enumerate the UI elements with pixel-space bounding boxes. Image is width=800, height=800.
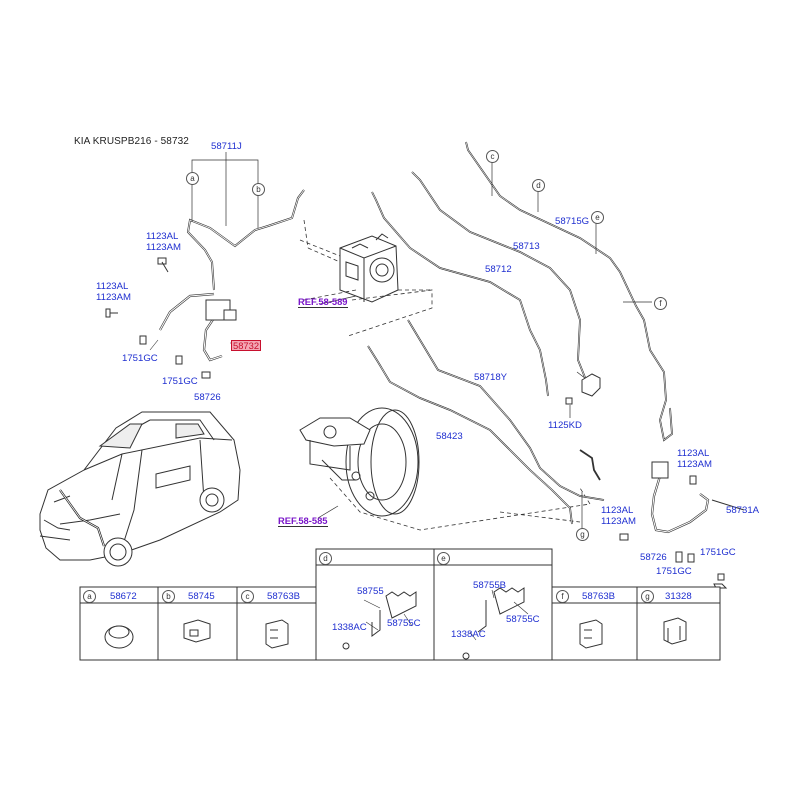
part-label-1123AM[interactable]: 1123AM (601, 516, 637, 527)
table-letter-f: f (556, 590, 569, 603)
brake-line-58718Y (407, 319, 605, 501)
table-letter-a: a (83, 590, 96, 603)
diagram-title: KIA KRUSPB216 - 58732 (74, 136, 189, 147)
table-part-58755C[interactable]: 58755C (387, 618, 421, 629)
part-label-1751GC[interactable]: 1751GC (700, 547, 736, 558)
callout-c: c (486, 150, 499, 163)
callout-a: a (186, 172, 199, 185)
part-label-58732-selected[interactable]: 58732 (231, 340, 262, 351)
table-part-58755C[interactable]: 58755C (506, 614, 540, 625)
reference-link-58-585[interactable]: REF.58-585 (278, 515, 328, 527)
part-label-1123AM[interactable]: 1123AM (96, 292, 132, 303)
table-part-1338AC[interactable]: 1338AC (451, 629, 486, 640)
brake-booster (299, 407, 420, 517)
callout-e: e (591, 211, 604, 224)
table-part-58745[interactable]: 58745 (188, 591, 215, 602)
part-label-58718Y[interactable]: 58718Y (474, 372, 508, 383)
part-label-58712[interactable]: 58712 (485, 264, 512, 275)
part-label-58726[interactable]: 58726 (194, 392, 221, 403)
table-letter-e: e (437, 552, 450, 565)
table-part-58763B[interactable]: 58763B (267, 591, 301, 602)
brake-line-58715G (465, 141, 673, 442)
part-label-58715G[interactable]: 58715G (555, 216, 590, 227)
part-label-1751GC[interactable]: 1751GC (656, 566, 692, 577)
part-label-1123AL[interactable]: 1123AL (601, 505, 634, 516)
part-label-58711J[interactable]: 58711J (211, 141, 242, 152)
brake-pipe-58711J (186, 189, 305, 291)
callout-b: b (252, 183, 265, 196)
callout-g: g (576, 528, 589, 541)
part-label-1123AL[interactable]: 1123AL (146, 231, 179, 242)
table-part-58763B[interactable]: 58763B (582, 591, 616, 602)
table-part-58672[interactable]: 58672 (110, 591, 137, 602)
part-label-58713[interactable]: 58713 (513, 241, 540, 252)
table-part-58755[interactable]: 58755 (357, 586, 384, 597)
part-label-1751GC[interactable]: 1751GC (162, 376, 198, 387)
brake-hose-58731A (650, 475, 710, 534)
table-part-31328[interactable]: 31328 (665, 591, 692, 602)
table-letter-d: d (319, 552, 332, 565)
reference-link-58-589[interactable]: REF.58-589 (298, 296, 348, 308)
part-label-1123AM[interactable]: 1123AM (677, 459, 713, 470)
callout-f: f (654, 297, 667, 310)
brake-line-58713 (411, 171, 587, 381)
vehicle-illustration (39, 411, 241, 567)
table-part-58755B[interactable]: 58755B (473, 580, 507, 591)
table-part-1338AC[interactable]: 1338AC (332, 622, 367, 633)
abs-unit (339, 233, 399, 303)
part-label-58726[interactable]: 58726 (640, 552, 667, 563)
part-label-1125KD[interactable]: 1125KD (548, 420, 582, 431)
part-label-1123AM[interactable]: 1123AM (146, 242, 182, 253)
part-label-1123AL[interactable]: 1123AL (96, 281, 129, 292)
callout-d: d (532, 179, 545, 192)
table-letter-c: c (241, 590, 254, 603)
part-label-1123AL[interactable]: 1123AL (677, 448, 710, 459)
table-letter-g: g (641, 590, 654, 603)
part-label-58423[interactable]: 58423 (436, 431, 463, 442)
brake-line-58712 (371, 191, 549, 397)
table-letter-b: b (162, 590, 175, 603)
part-label-1751GC[interactable]: 1751GC (122, 353, 158, 364)
part-label-58731A[interactable]: 58731A (726, 505, 760, 516)
